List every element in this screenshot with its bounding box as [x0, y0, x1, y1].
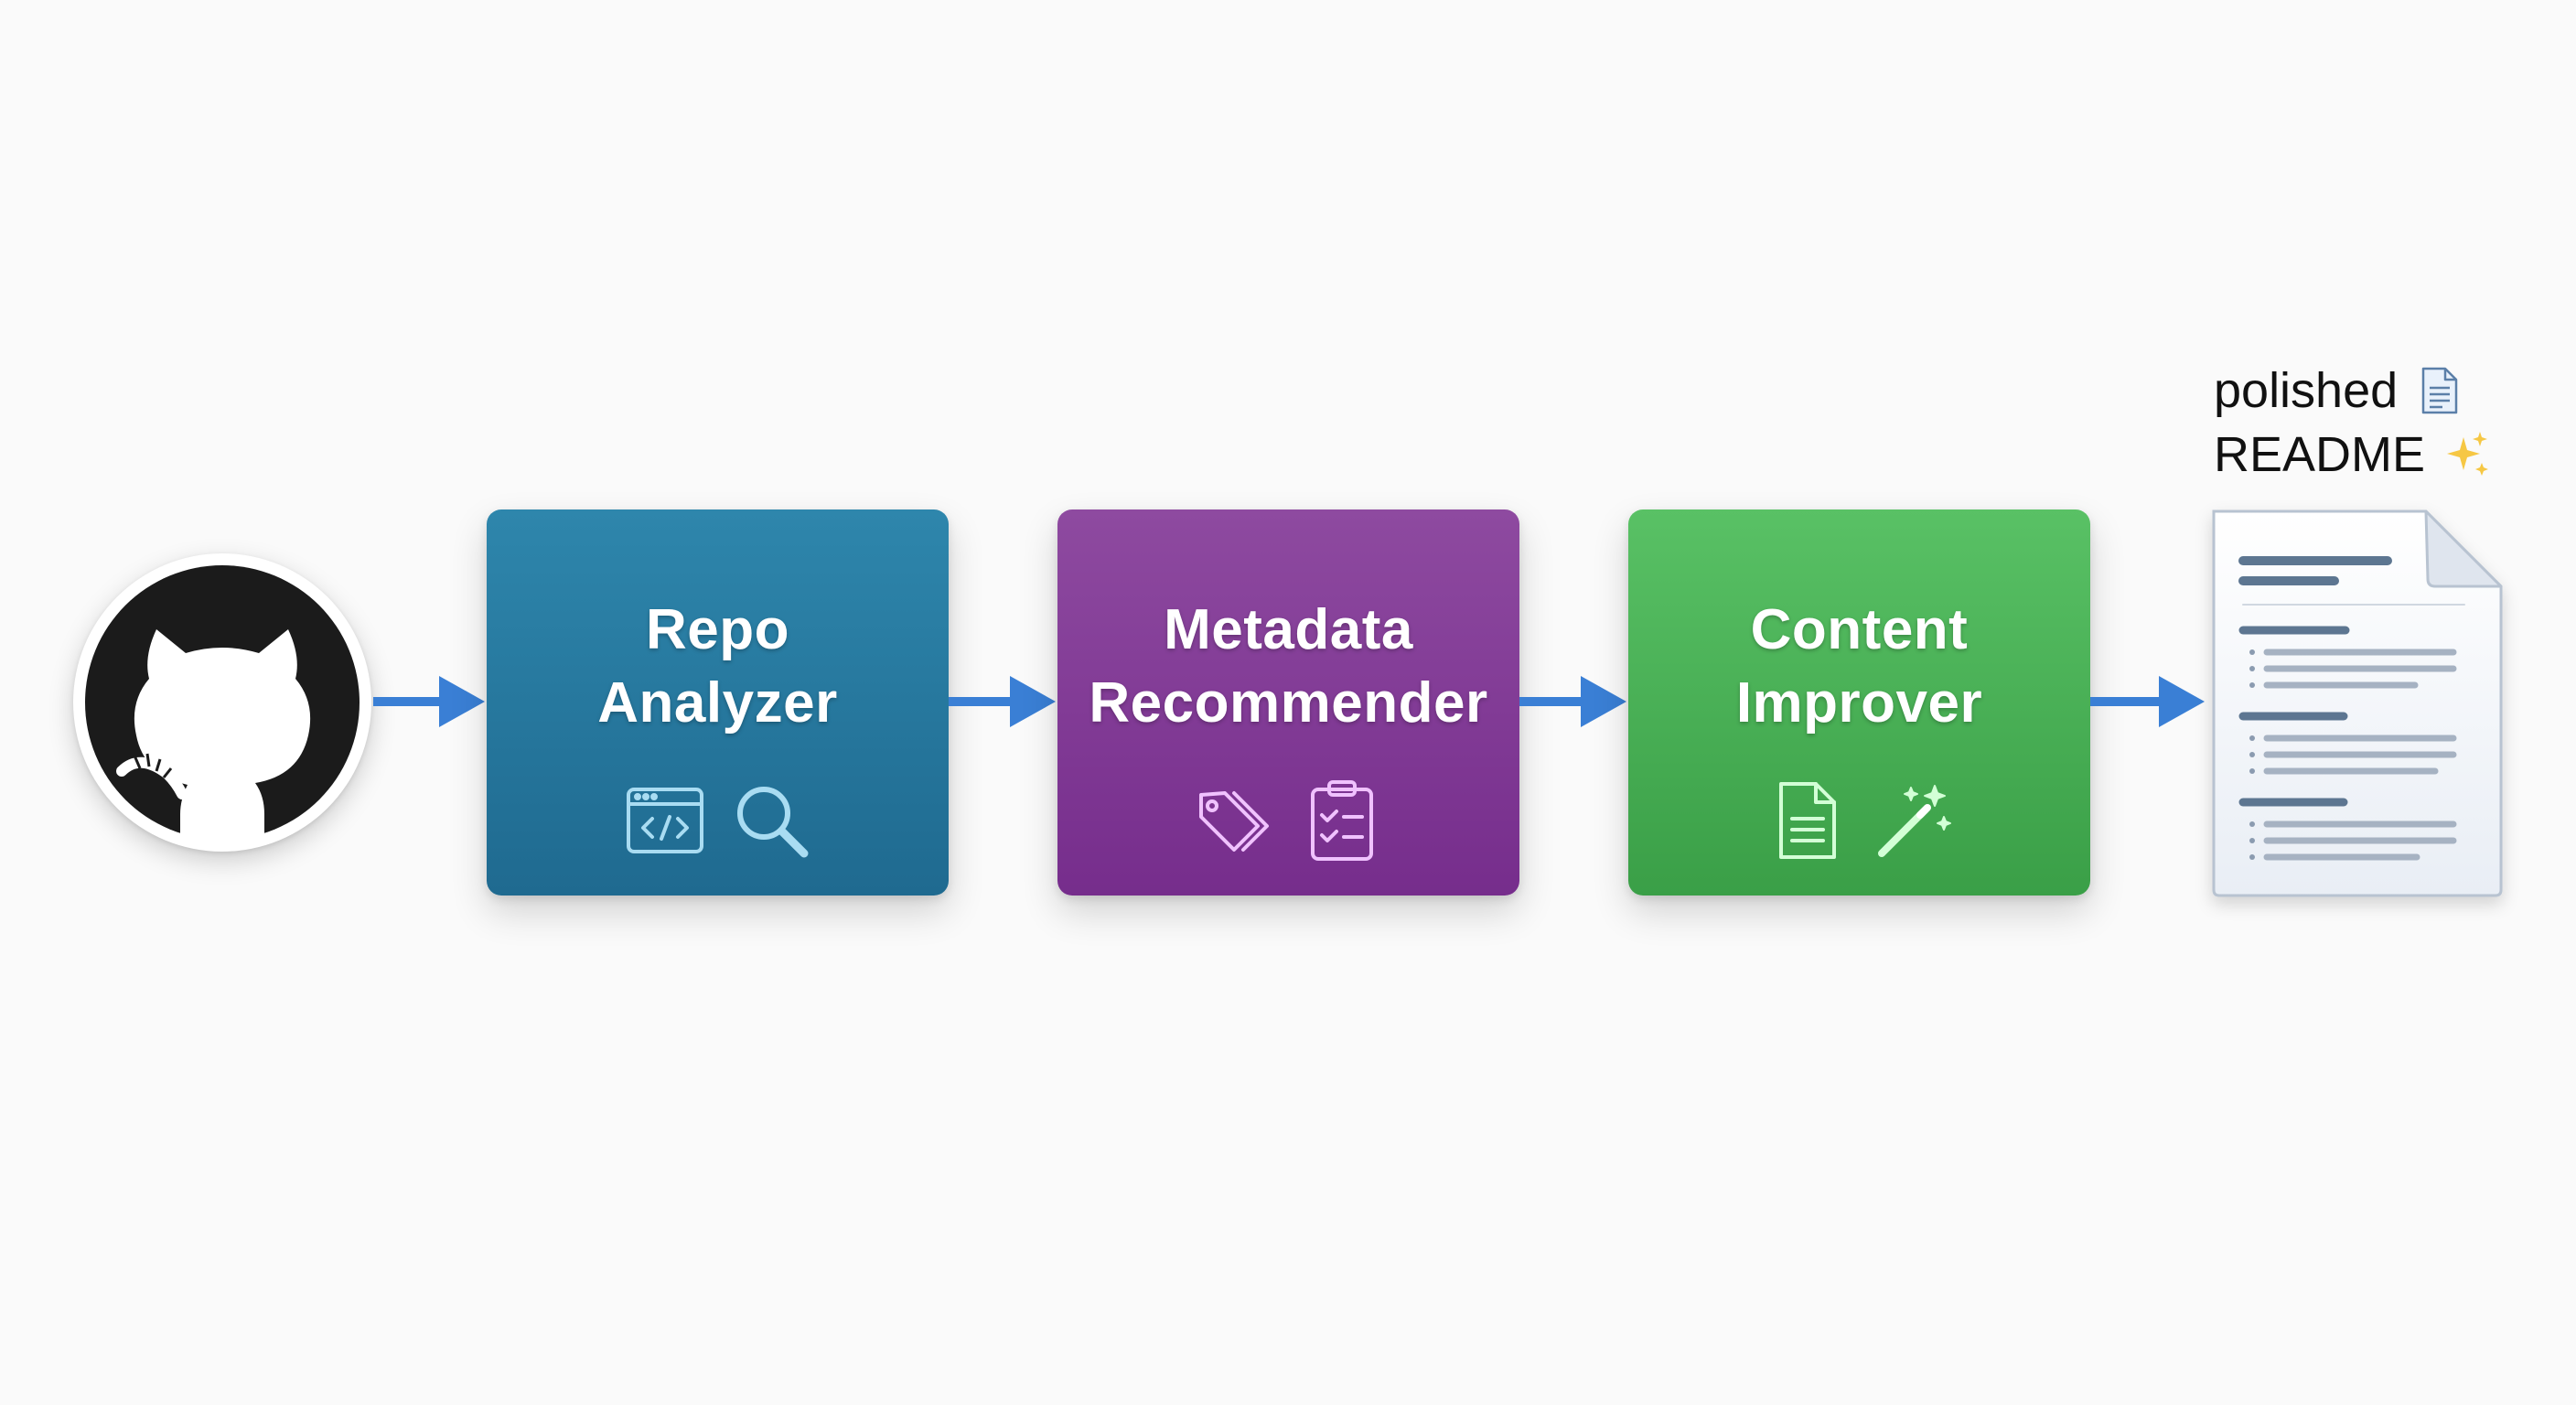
github-logo-icon — [73, 553, 371, 852]
stage-repo-analyzer: Repo Analyzer — [487, 509, 949, 896]
flow-arrow-1 — [373, 674, 485, 729]
flow-arrow-2 — [949, 674, 1056, 729]
document-icon — [1763, 777, 1851, 864]
stage-title: Metadata Recommender — [1089, 598, 1488, 735]
readme-document-icon — [2206, 508, 2505, 899]
stage-metadata-recommender: Metadata Recommender — [1057, 509, 1519, 896]
magic-wand-icon — [1869, 777, 1957, 864]
stage-title: Content Improver — [1735, 598, 1983, 735]
caption-polished: polished — [2214, 363, 2399, 418]
stage-content-improver: Content Improver — [1628, 509, 2090, 896]
sparkles-emoji-icon — [2442, 430, 2491, 479]
stage-title: Repo Analyzer — [597, 598, 838, 735]
flow-arrow-4 — [2090, 674, 2205, 729]
output-caption: polished README — [2214, 359, 2543, 487]
tags-icon — [1192, 777, 1280, 864]
flow-arrow-3 — [1519, 674, 1626, 729]
checklist-clipboard-icon — [1298, 777, 1386, 864]
caption-readme: README — [2214, 427, 2426, 482]
page-emoji-icon — [2414, 366, 2463, 415]
magnifying-glass-icon — [727, 777, 815, 864]
github-octocat-icon — [85, 565, 360, 840]
code-window-icon — [621, 777, 709, 864]
